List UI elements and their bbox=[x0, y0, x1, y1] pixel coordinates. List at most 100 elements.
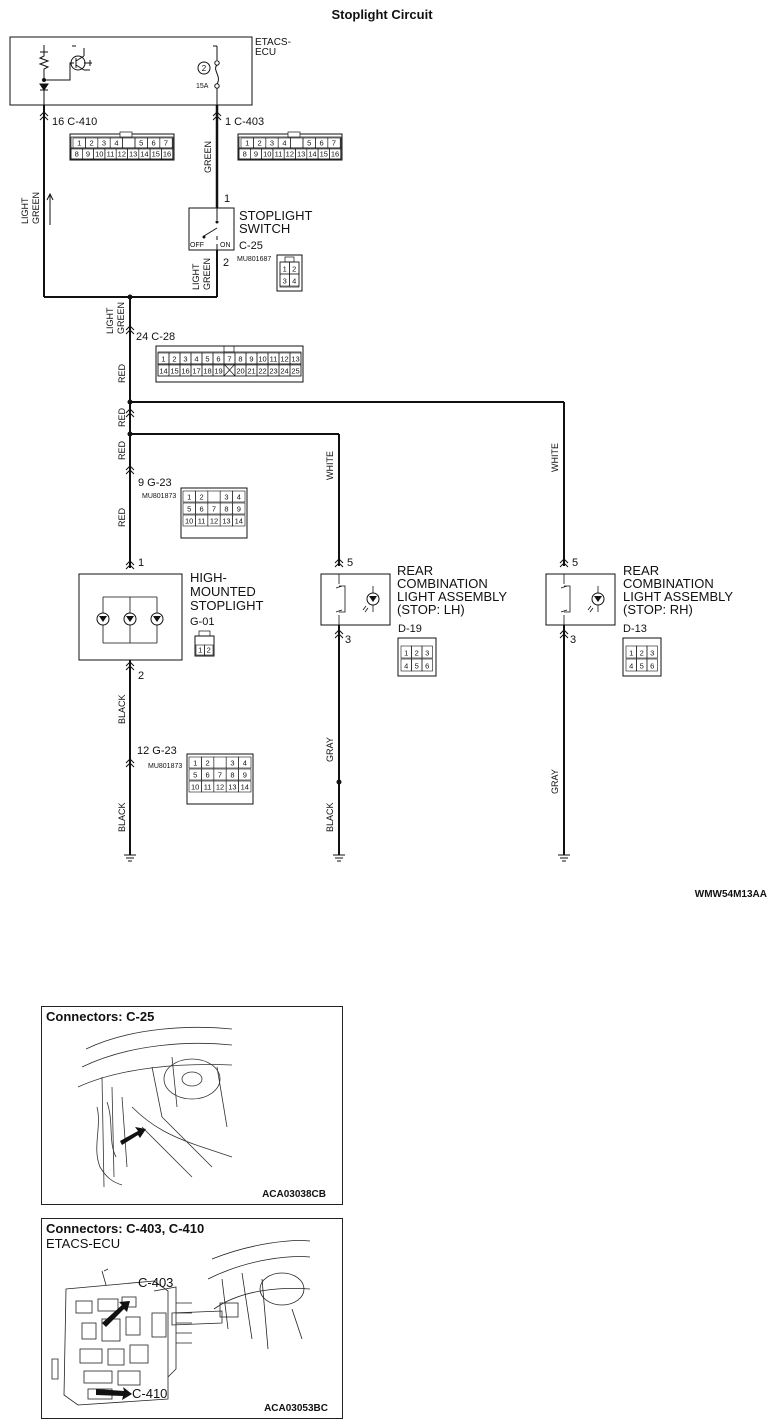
pin-number: 15 bbox=[152, 150, 160, 159]
pin-number: 11 bbox=[270, 355, 278, 364]
wire-label-green: GREEN bbox=[31, 192, 41, 224]
panel-etacs-subtitle: ETACS-ECU bbox=[46, 1236, 121, 1251]
etacs-ecu-box: ETACS- ECU 2 15A bbox=[9, 36, 291, 106]
pin-number: 7 bbox=[164, 139, 168, 148]
pin-number: 2 bbox=[258, 139, 262, 148]
wire-label-black-1: BLACK bbox=[117, 694, 127, 724]
wire-label-light-switch: LIGHT bbox=[191, 263, 201, 290]
ground-icon bbox=[333, 854, 345, 862]
label-c403: C-403 bbox=[138, 1275, 174, 1290]
pin-number: 8 bbox=[238, 355, 242, 364]
wire-label-green-c28: GREEN bbox=[116, 302, 126, 334]
pin-number: 2 bbox=[640, 649, 644, 658]
pin-number: 2 bbox=[172, 355, 176, 364]
pointer-arrow-icon bbox=[102, 1301, 130, 1327]
rear-combination-rh: 5 REAR COMBINATION LIGHT ASSEMBLY (STOP:… bbox=[545, 557, 733, 677]
ecu-label-1: ETACS- bbox=[255, 37, 291, 48]
pin-number: 10 bbox=[95, 150, 103, 159]
fuse-rating: 15A bbox=[196, 83, 209, 90]
pin-number: 7 bbox=[212, 505, 216, 514]
pin-number: 14 bbox=[241, 783, 249, 792]
ground-icon bbox=[558, 854, 570, 862]
lh-pin-top: 5 bbox=[347, 557, 353, 569]
pin-number: 12 bbox=[118, 150, 126, 159]
pin-number: 9 bbox=[254, 150, 258, 159]
pin-cell bbox=[289, 273, 300, 287]
rear-combination-lh: 5 REAR COMBINATION LIGHT ASSEMBLY (STOP:… bbox=[320, 557, 507, 677]
hmsl-pin-bottom: 2 bbox=[138, 670, 144, 682]
pin-number: 1 bbox=[245, 139, 249, 148]
pin-number: 24 bbox=[280, 367, 288, 376]
pointer-arrow-icon bbox=[96, 1387, 132, 1400]
pin-number: 9 bbox=[86, 150, 90, 159]
pin-cell bbox=[327, 137, 341, 149]
switch-on: ON bbox=[220, 242, 231, 249]
panel-c25-title: Connectors: C-25 bbox=[46, 1009, 155, 1024]
pin-number: 3 bbox=[230, 759, 234, 768]
wire-label-gray-lh: GRAY bbox=[325, 737, 335, 762]
pin-cell bbox=[204, 644, 214, 656]
pin-number: 9 bbox=[243, 771, 247, 780]
pin-cell bbox=[289, 352, 302, 365]
pin-number: 4 bbox=[404, 662, 408, 671]
g23-bottom-pin-label: 12 G-23 bbox=[137, 745, 177, 757]
pin-number: 8 bbox=[230, 771, 234, 780]
pin-number: 5 bbox=[307, 139, 311, 148]
pin-number: 6 bbox=[320, 139, 324, 148]
pin-number: 11 bbox=[204, 783, 212, 792]
connector-location-panel-etacs: Connectors: C-403, C-410 ETACS-ECU bbox=[41, 1218, 343, 1419]
pin-number: 7 bbox=[218, 771, 222, 780]
g23-top-part: MU801873 bbox=[142, 493, 176, 500]
pin-cell bbox=[421, 658, 433, 672]
panel-c25-code: ACA03038CB bbox=[262, 1189, 326, 1200]
lh-label-2: COMBINATION bbox=[397, 576, 488, 591]
hmsl-label-1: HIGH- bbox=[190, 570, 227, 585]
pin-number: 8 bbox=[75, 150, 79, 159]
pin-number: 5 bbox=[415, 662, 419, 671]
pin-number: 4 bbox=[194, 355, 198, 364]
pin-number: 11 bbox=[275, 150, 283, 159]
pin-number: 12 bbox=[216, 783, 224, 792]
fuse-number: 2 bbox=[202, 64, 207, 73]
pin-number: 2 bbox=[206, 759, 210, 768]
pin-number: 15 bbox=[320, 150, 328, 159]
pin-number: 1 bbox=[404, 649, 408, 658]
dashboard-illustration bbox=[77, 1026, 233, 1188]
junction-dot bbox=[127, 294, 133, 300]
upper-wiring bbox=[43, 105, 565, 568]
lh-pin-bottom: 3 bbox=[345, 634, 351, 646]
pin-number: 3 bbox=[224, 493, 228, 502]
diagram-title: Stoplight Circuit bbox=[331, 7, 433, 22]
pin-number: 13 bbox=[222, 517, 230, 526]
rh-pin-top: 5 bbox=[572, 557, 578, 569]
pin-cell bbox=[159, 137, 173, 149]
pin-number: 10 bbox=[185, 517, 193, 526]
pin-number: 10 bbox=[258, 355, 266, 364]
pin-number: 13 bbox=[297, 150, 305, 159]
junction-dot bbox=[336, 779, 342, 785]
pin-cell bbox=[329, 148, 341, 160]
pin-number: 13 bbox=[129, 150, 137, 159]
pin-number: 8 bbox=[243, 150, 247, 159]
connector-marks bbox=[39, 111, 569, 768]
pin-cell bbox=[232, 502, 246, 515]
pin-number: 23 bbox=[269, 367, 277, 376]
pin-cell bbox=[213, 756, 227, 769]
pin-cell bbox=[232, 490, 246, 503]
panel-etacs-title: Connectors: C-403, C-410 bbox=[46, 1221, 205, 1236]
pin-number: 6 bbox=[650, 662, 654, 671]
wire-label-red-4: RED bbox=[117, 507, 127, 527]
pin-number: 1 bbox=[198, 646, 202, 655]
g23-top-pin-label: 9 G-23 bbox=[138, 477, 172, 489]
rh-pin-bottom: 3 bbox=[570, 634, 576, 646]
switch-label-1: STOPLIGHT bbox=[239, 208, 313, 223]
pin-number: 17 bbox=[192, 367, 200, 376]
pointer-arrow-icon bbox=[120, 1127, 146, 1145]
lh-label-1: REAR bbox=[397, 563, 433, 578]
pin-number: 6 bbox=[200, 505, 204, 514]
wire-label-green-c403: GREEN bbox=[203, 141, 213, 173]
pin-number: 1 bbox=[187, 493, 191, 502]
pin-number: 1 bbox=[161, 355, 165, 364]
pin-cell bbox=[238, 780, 252, 793]
